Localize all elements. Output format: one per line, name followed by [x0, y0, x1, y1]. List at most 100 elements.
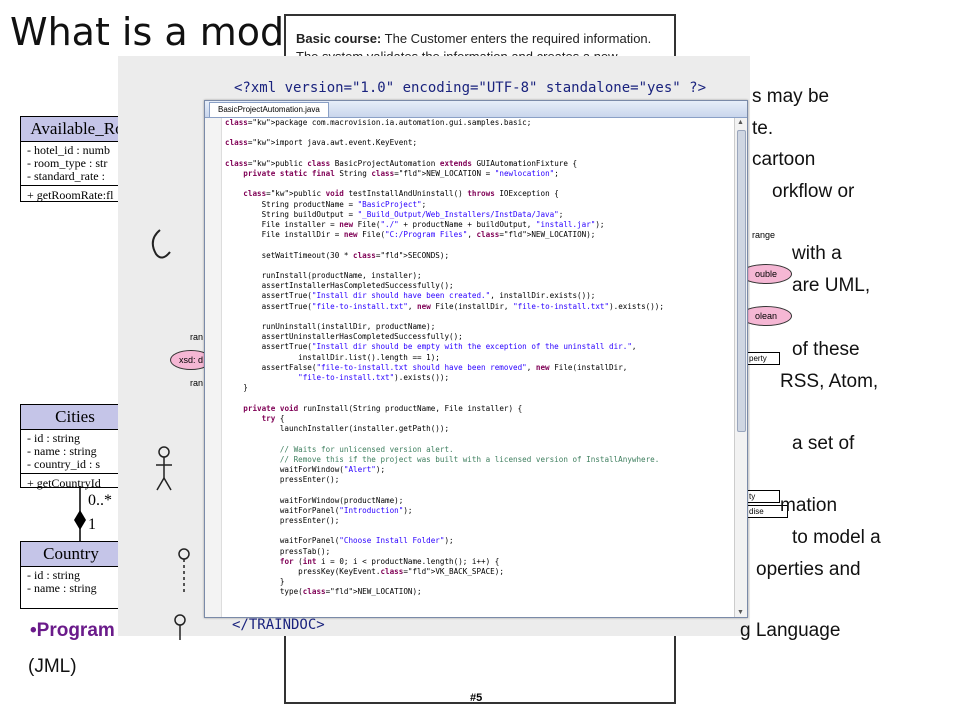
code-line: waitForWindow("Alert");	[225, 464, 386, 474]
uml-attribute: - name : string	[27, 581, 97, 595]
code-line	[225, 261, 727, 271]
code-line	[225, 485, 727, 495]
diagram-box: dise	[746, 505, 788, 518]
bullet-text-fragment: are UML,	[792, 275, 871, 296]
code-line	[225, 179, 727, 189]
bullet-text-fragment: orkflow or	[772, 181, 855, 202]
code-line: runUninstall(installDir, productName);	[225, 322, 436, 332]
uml-attribute: - hotel_id : numb	[27, 143, 110, 157]
editor-tab-basic-project-automation[interactable]: BasicProjectAutomation.java	[209, 102, 329, 117]
basic-course-label: Basic course:	[296, 31, 382, 46]
code-line: assertInstallerHasCompletedSuccessfully(…	[225, 281, 454, 291]
bottom-bullet-jml: (JML)	[28, 656, 77, 677]
uml-attribute: - room_type : str	[27, 156, 108, 170]
code-editor-window: BasicProjectAutomation.java class="kw">p…	[204, 100, 748, 618]
code-line: pressTab();	[225, 546, 331, 556]
code-line: class="kw">public class BasicProjectAuto…	[225, 158, 578, 168]
bullet-text-fragment: of these	[792, 339, 860, 360]
code-line: File installer = new File("./" + product…	[225, 220, 605, 230]
code-line: waitForPanel("Introduction");	[225, 505, 413, 515]
uml-class-cities: Cities - id : string - name : string - c…	[20, 404, 130, 490]
uml-association-connector	[74, 486, 86, 542]
code-line	[225, 149, 727, 159]
uml-attribute: - standard_rate :	[27, 169, 105, 183]
diagram-fragment: range	[752, 230, 776, 240]
diagram-fragment: ran	[190, 332, 204, 342]
code-line: class="kw">package com.macrovision.ia.au…	[225, 118, 532, 127]
uml-class-country: Country - id : string - name : string	[20, 541, 122, 609]
multiplicity-many: 0..*	[88, 492, 112, 509]
code-line: class="kw">public void testInstallAndUni…	[243, 189, 559, 199]
bullet-text-fragment: operties and	[756, 559, 861, 580]
diagram-box: ty	[746, 490, 780, 503]
xml-declaration: <?xml version="1.0" encoding="UTF-8" sta…	[234, 80, 707, 96]
code-line: launchInstaller(installer.getPath());	[225, 424, 450, 434]
code-line: String buildOutput = "_Build_Output/Web_…	[225, 209, 564, 219]
bullet-text-fragment: to model a	[792, 527, 881, 548]
uml-class-title: Cities	[21, 405, 129, 430]
code-line: "file-to-install.txt").exists());	[298, 373, 450, 383]
property-box: perty	[746, 352, 780, 365]
code-line: runInstall(productName, installer);	[225, 271, 422, 281]
code-line: assertTrue("Install dir should be empty …	[225, 342, 637, 352]
code-line	[225, 393, 727, 403]
code-line	[225, 526, 727, 536]
diagram-fragment: ran	[190, 378, 204, 388]
code-line: waitForPanel("Choose Install Folder");	[225, 536, 454, 546]
bullet-text-fragment: mation	[780, 495, 838, 516]
code-line: assertTrue("Install dir should have been…	[225, 291, 596, 301]
scroll-up-arrow-icon[interactable]: ▲	[737, 119, 744, 126]
code-line	[225, 434, 727, 444]
bottom-bullet-tail: g Language	[740, 620, 841, 641]
xml-closing-tag: </TRAINDOC>	[232, 617, 325, 633]
code-line: private void runInstall(String productNa…	[243, 403, 523, 413]
vertical-scrollbar[interactable]: ▲ ▼	[734, 118, 747, 617]
uml-class-title: Country	[21, 542, 121, 567]
code-line: // Remove this if the project was built …	[225, 454, 660, 464]
bottom-bullet-program: •Program	[30, 620, 115, 641]
code-line	[225, 128, 727, 138]
bullet-text-fragment: with a	[792, 243, 842, 264]
code-line: // Waits for unlicensed version alert.	[225, 444, 454, 454]
code-line: type(class="fld">NEW_LOCATION);	[225, 587, 422, 597]
uml-operation: + getCountryId	[27, 476, 101, 490]
code-line: private static final String class="fld">…	[243, 169, 559, 179]
bullet-text-fragment: cartoon	[752, 149, 816, 170]
uml-attributes: - hotel_id : numb - room_type : str - st…	[21, 142, 133, 186]
multiplicity-one: 1	[88, 516, 96, 533]
code-line: class="kw">import java.awt.event.KeyEven…	[225, 138, 418, 148]
code-line: assertUninstallerHasCompletedSuccessfull…	[225, 332, 463, 342]
code-line: }	[225, 383, 248, 393]
code-line	[225, 240, 727, 250]
uml-attributes: - id : string - name : string - country_…	[21, 430, 129, 474]
code-line	[225, 312, 727, 322]
code-line: waitForWindow(productName);	[225, 495, 404, 505]
bullet-text-fragment: a set of	[792, 433, 855, 454]
code-line: for (int i = 0; i < productName.length()…	[279, 556, 500, 566]
slide-title: What is a mode	[10, 10, 308, 54]
editor-tab-bar: BasicProjectAutomation.java	[205, 101, 747, 118]
scroll-down-arrow-icon[interactable]: ▼	[737, 609, 744, 616]
code-line: pressEnter();	[225, 515, 340, 525]
bullet-text-fragment: RSS, Atom,	[780, 371, 879, 392]
stick-figure-sketch-icon	[151, 229, 190, 640]
code-line: assertFalse("file-to-install.txt should …	[225, 362, 628, 372]
code-line: String productName = "BasicProject";	[225, 199, 427, 209]
code-text-area[interactable]: class="kw">package com.macrovision.ia.au…	[225, 118, 727, 598]
code-line: installDir.list().length == 1);	[225, 352, 440, 362]
code-line: assertTrue("file-to-install.txt", new Fi…	[225, 301, 664, 311]
uml-attribute: - country_id : s	[27, 457, 100, 471]
bullet-text-fragment: s may be	[752, 86, 830, 107]
code-line: pressKey(KeyEvent.class="fld">VK_BACK_SP…	[225, 566, 504, 576]
code-line: try {	[261, 413, 285, 423]
editor-gutter	[205, 118, 222, 617]
uml-class-title: Available_Ro	[21, 117, 133, 142]
bullet-text-fragment: te.	[752, 118, 774, 139]
uml-class-available-room: Available_Ro - hotel_id : numb - room_ty…	[20, 116, 134, 202]
uml-attributes: - id : string - name : string	[21, 567, 121, 597]
scrollbar-thumb[interactable]	[737, 130, 746, 432]
uml-attribute: - id : string	[27, 431, 80, 445]
code-line: setWaitTimeout(30 * class="fld">SECONDS)…	[225, 250, 450, 260]
uml-attribute: - id : string	[27, 568, 80, 582]
code-line: pressEnter();	[225, 475, 340, 485]
